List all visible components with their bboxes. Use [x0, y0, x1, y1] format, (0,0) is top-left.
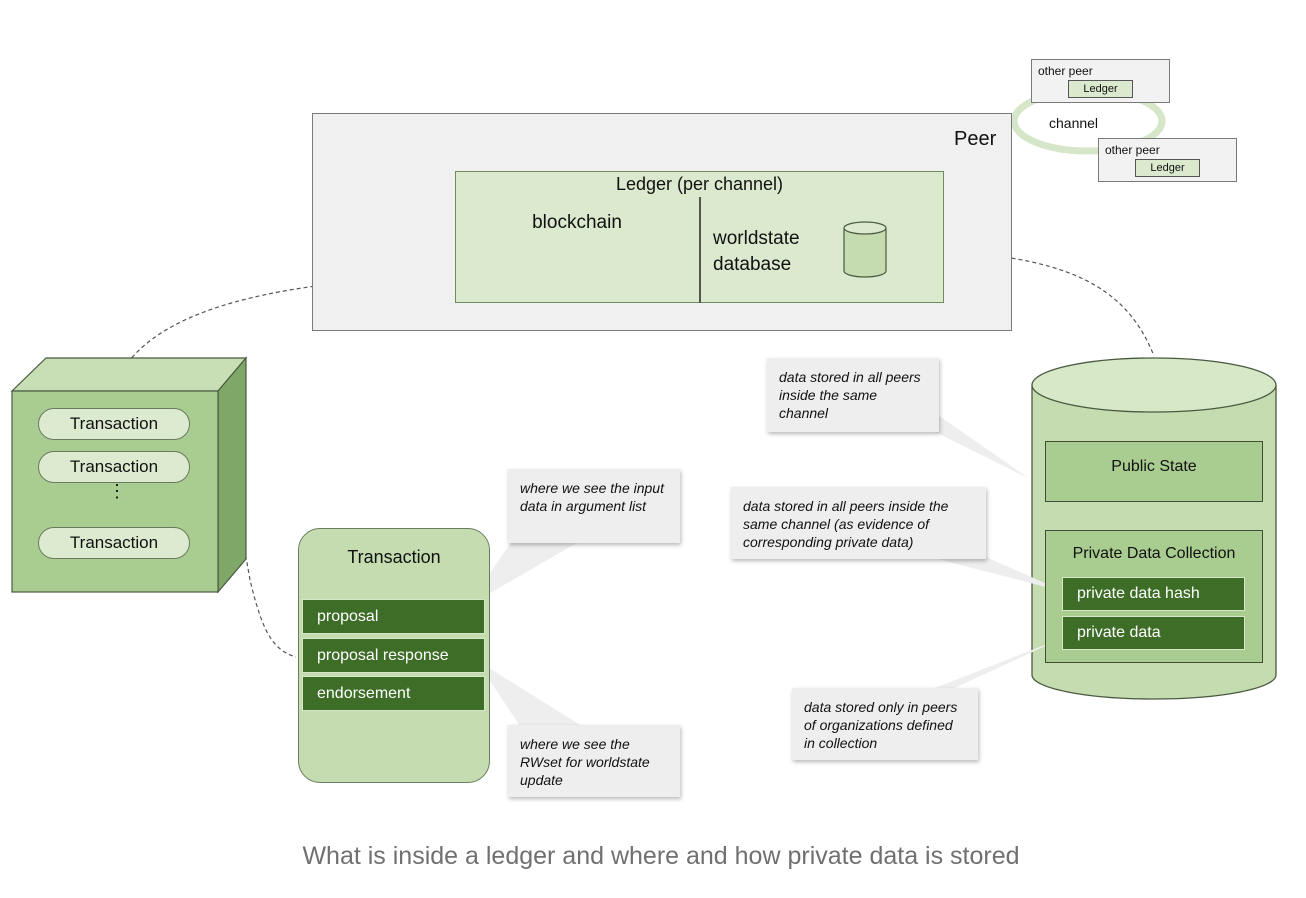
proposal-response-row: proposal response [302, 638, 485, 673]
transaction-card-title: Transaction [347, 547, 441, 567]
callout-private-data: data stored only in peers of organizatio… [792, 688, 978, 760]
block-transaction-1: Transaction [38, 408, 190, 440]
block-transaction-3: Transaction [38, 527, 190, 559]
callout-tail-public [935, 413, 1030, 479]
callout-tail-hash [930, 557, 1065, 592]
worldstate-label: worldstate database [713, 226, 800, 278]
worldstate-db-icon [843, 221, 887, 278]
other-peer-label-2: other peer [1105, 143, 1160, 157]
other-peer-ledger-2: Ledger [1135, 159, 1200, 177]
callout-private-hash: data stored in all peers inside the same… [731, 487, 986, 559]
private-data-hash-row: private data hash [1062, 577, 1245, 611]
private-data-row: private data [1062, 616, 1245, 650]
channel-label: channel [1049, 115, 1099, 131]
ledger-header: Ledger (per channel) [455, 171, 944, 197]
other-peer-label-1: other peer [1038, 64, 1093, 78]
endorsement-row: endorsement [302, 676, 485, 711]
block-ellipsis: ⋮ [108, 481, 126, 501]
private-data-collection-title: Private Data Collection [1072, 545, 1236, 562]
callout-rwset: where we see the RWset for worldstate up… [508, 725, 680, 797]
worldstate-label-line2: database [713, 254, 792, 275]
callout-tail-private [930, 637, 1065, 690]
public-state-box: Public State [1045, 441, 1263, 502]
blockchain-to-block-connector [113, 273, 476, 387]
peer-label: Peer [954, 128, 997, 150]
block-transaction-2: Transaction [38, 451, 190, 483]
callout-argument-list: where we see the input data in argument … [508, 469, 680, 543]
other-peer-box-2: other peer [1098, 138, 1237, 182]
callout-tail-rwset [476, 660, 582, 726]
callout-tail-argument [466, 530, 582, 607]
proposal-row: proposal [302, 599, 485, 634]
figure-caption: What is inside a ledger and where and ho… [302, 842, 1020, 870]
worldstate-label-line1: worldstate [713, 228, 800, 249]
other-peer-ledger-1: Ledger [1068, 80, 1133, 98]
blockchain-label: blockchain [532, 212, 622, 233]
callout-public-state: data stored in all peers inside the same… [767, 358, 939, 432]
ledger-divider [699, 197, 701, 303]
